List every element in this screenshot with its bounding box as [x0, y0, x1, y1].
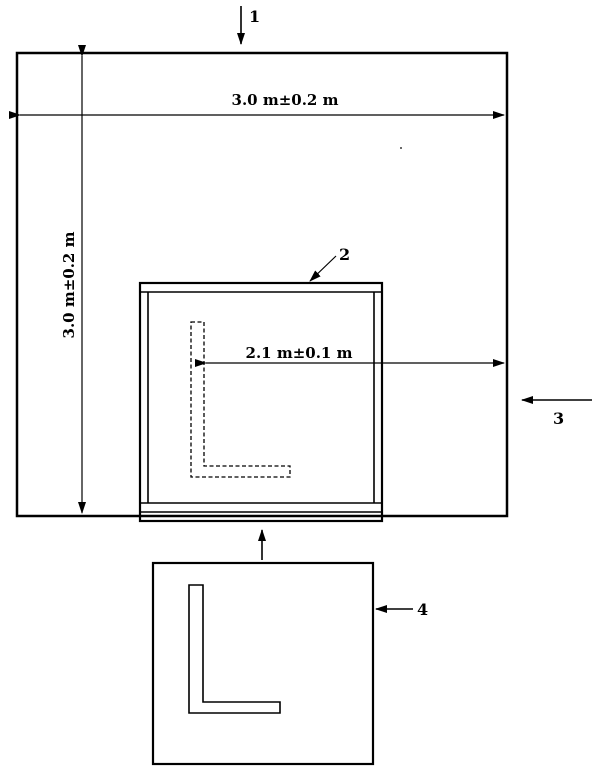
- callout-label-4: 4: [417, 600, 428, 619]
- outer-width-label: 3.0 m±0.2 m: [232, 91, 339, 109]
- inner-frame: [138, 281, 384, 523]
- callout-label-1: 1: [249, 7, 260, 26]
- inner-width-dimension: 2.1 m±0.1 m: [195, 344, 505, 367]
- view-arrow-1: 1: [237, 6, 260, 45]
- outer-height-label: 3.0 m±0.2 m: [60, 231, 78, 338]
- bottom-view-square: [151, 561, 375, 766]
- outer-width-dimension: 3.0 m±0.2 m: [9, 91, 505, 119]
- solid-specimen-outline: [188, 584, 281, 714]
- callout-label-3: 3: [553, 409, 564, 428]
- speck-mark: [400, 147, 402, 149]
- callout-2: 2: [309, 245, 350, 282]
- callout-4: 4: [375, 600, 428, 619]
- hidden-specimen-outline: [190, 321, 291, 478]
- callout-label-2: 2: [339, 245, 350, 264]
- inner-width-label: 2.1 m±0.1 m: [246, 344, 353, 362]
- view-arrow-3: 3: [521, 396, 592, 428]
- outer-height-dimension: 3.0 m±0.2 m: [60, 45, 86, 514]
- outer-room-outline: [15, 51, 509, 518]
